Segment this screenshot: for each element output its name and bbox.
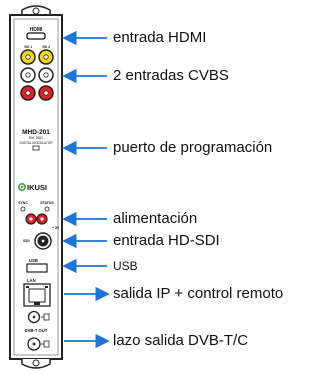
usb-label: USB [29, 258, 38, 263]
f-connector-lower[interactable] [27, 337, 41, 351]
power-connector-2[interactable] [36, 213, 48, 225]
vid2-label: VID 2 [42, 45, 50, 49]
f-connector-upper-symbol [41, 313, 50, 321]
callout-label-ip: salida IP + control remoto [113, 285, 284, 302]
audio-white-connector-1[interactable] [20, 67, 36, 83]
audio-red-connector-1[interactable] [20, 85, 36, 101]
status-label: STATUS [40, 201, 54, 205]
callout-label-sdi: entrada HD-SDI [113, 232, 220, 249]
sync-led [20, 206, 26, 212]
cvbs-yellow-connector-2[interactable] [38, 49, 54, 65]
cvbs-yellow-connector-1[interactable] [20, 49, 36, 65]
sync-label: SYNC [18, 201, 28, 205]
callout-label-power: alimentación [113, 210, 198, 227]
sdi-connector[interactable] [34, 232, 52, 250]
hdmi-label: HDMI [30, 27, 43, 33]
callout-label-hdmi: entrada HDMI [113, 29, 207, 46]
lan-port[interactable] [23, 283, 51, 307]
programming-port[interactable] [32, 145, 40, 151]
callout-label-prog: puerto de programación [113, 139, 273, 156]
status-led [44, 206, 50, 212]
f-connector-upper[interactable] [27, 310, 41, 324]
sdi-label: SDI [23, 238, 30, 243]
hdmi-port[interactable] [26, 32, 46, 40]
callout-label-cvbs: 2 entradas CVBS [113, 67, 229, 84]
brand-name: IKUSI [27, 183, 47, 192]
vid1-label: VID 1 [24, 45, 32, 49]
ikusi-logo [17, 183, 26, 192]
audio-white-connector-2[interactable] [38, 67, 54, 83]
power-connector-1[interactable] [25, 213, 37, 225]
voltage-label: + 5V [52, 226, 60, 230]
f-connector-lower-symbol [41, 340, 50, 348]
callout-label-usb: USB [113, 259, 138, 273]
dvbt-out-label: DVB-T OUT [25, 328, 48, 333]
audio-red-connector-2[interactable] [38, 85, 54, 101]
model-subtitle: DIGITAL MODULATOR [20, 141, 54, 145]
callout-label-loop: lazo salida DVB-T/C [113, 332, 249, 349]
top-screw [32, 7, 40, 15]
model-ref: Ref. 3551 [29, 136, 43, 140]
lan-label: LAN [27, 278, 36, 283]
usb-port[interactable] [26, 263, 48, 273]
bottom-screw [32, 359, 40, 367]
model-name: MHD-201 [22, 129, 50, 136]
